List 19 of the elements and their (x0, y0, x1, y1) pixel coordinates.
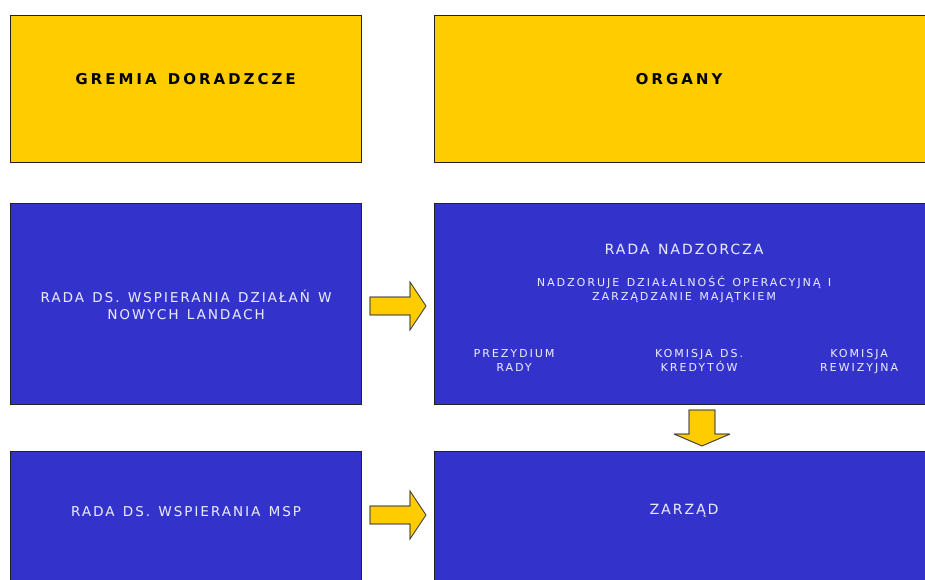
committee-label: KOMISJA DS. KREDYTÓW (654, 347, 746, 375)
block-arrow (370, 489, 427, 541)
box-title: RADA DS. WSPIERANIA MSP (70, 504, 304, 521)
header-box (434, 15, 925, 163)
box-description: NADZORUJE DZIAŁALNOŚĆ OPERACYJNĄ I ZARZĄDZANIE MAJĄTKIEM (536, 276, 834, 304)
org-box (434, 203, 925, 405)
block-arrow (370, 280, 427, 332)
header-box (10, 15, 362, 163)
committee-label: KOMISJA REWIZYJNA (819, 347, 901, 375)
committee-label: PREZYDIUM RADY (472, 347, 558, 375)
org-box (434, 451, 925, 580)
block-arrow (674, 410, 730, 447)
box-title: RADA NADZORCZA (604, 242, 766, 259)
box-title: GREMIA DORADZCZE (74, 72, 300, 86)
org-box (10, 451, 362, 580)
box-title: RADA DS. WSPIERANIA DZIAŁAŃ W NOWYCH LANDACH (40, 290, 334, 324)
org-box (10, 203, 362, 405)
box-title: ORGANY (634, 72, 726, 86)
box-title: ZARZĄD (648, 502, 722, 519)
